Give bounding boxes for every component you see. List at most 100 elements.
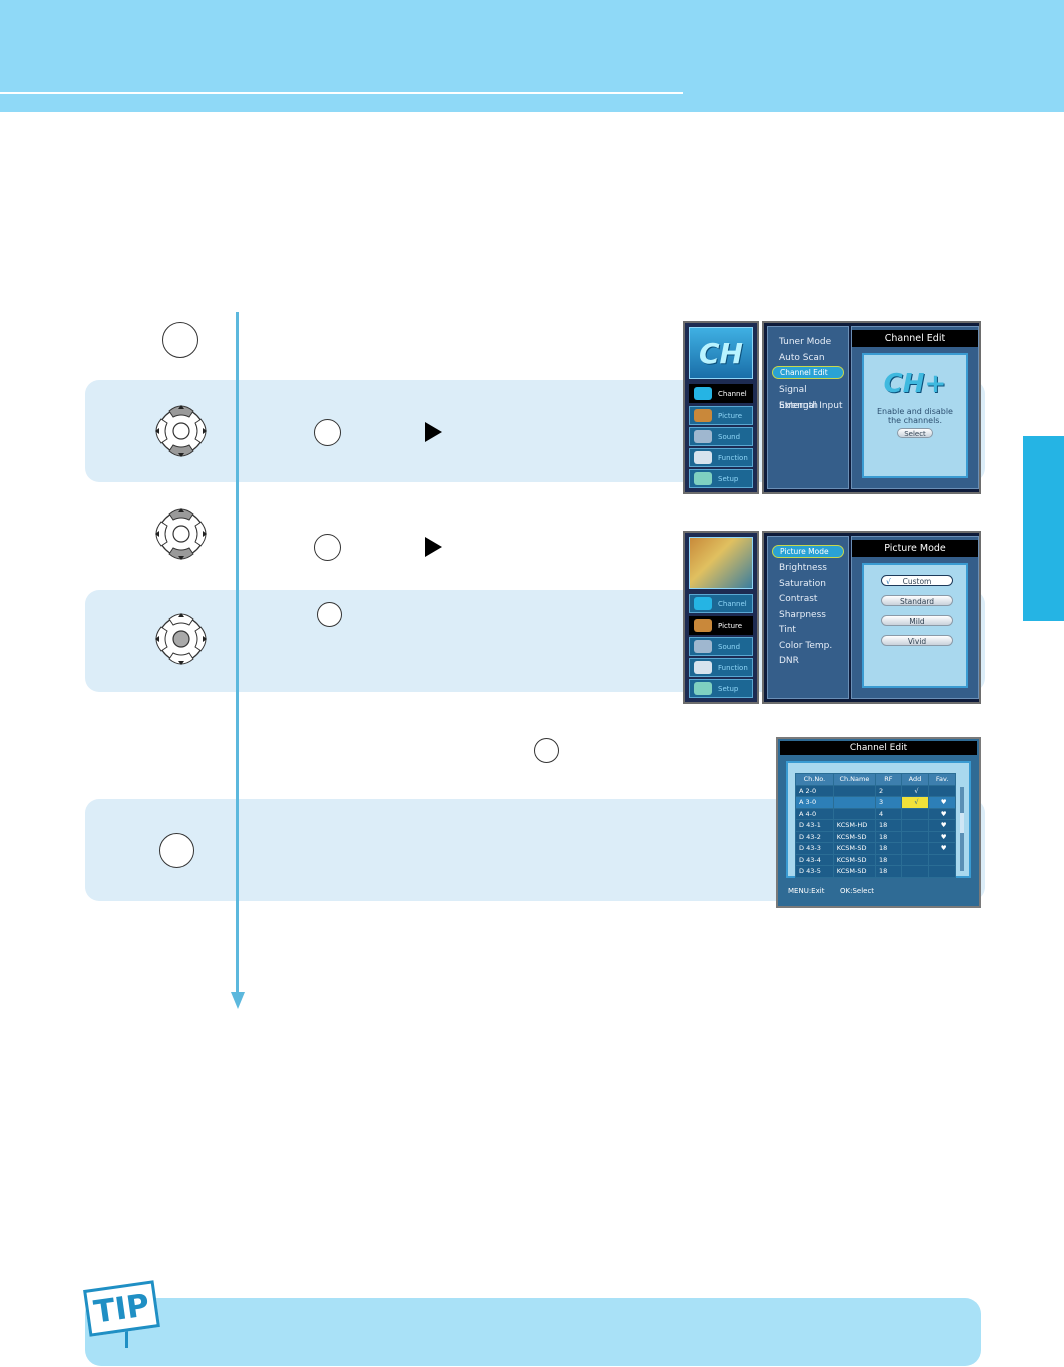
menu-item-color-temp: Color Temp. [779,640,833,651]
picture-icon [694,619,712,632]
setup-icon [694,682,712,695]
cell-fav [928,865,956,878]
cell-rf: 18 [875,819,902,832]
cell-no: D 43-3 [795,842,834,855]
osd-2-item-list: Picture Mode Brightness Saturation Contr… [767,536,849,699]
cell-fav: ♥ [928,830,956,843]
tip-band [85,1298,981,1366]
osd-1-side-item-sound: Sound [689,427,753,446]
button-circle-icon [314,534,341,561]
column-header: Ch.Name [832,773,877,786]
flow-arrow-line [236,312,239,998]
osd-2-side-item-picture: Picture [689,616,753,635]
osd-2-side-item-sound: Sound [689,637,753,656]
table-header-row: Ch.No. Ch.Name RF Add Fav. [795,773,956,786]
footer-select-hint: OK:Select [840,887,875,895]
cell-no: D 43-2 [795,830,834,843]
osd-1-main: Tuner Mode Auto Scan Channel Edit Signal… [762,321,981,494]
cell-no: D 43-1 [795,819,834,832]
channel-table: Ch.No. Ch.Name RF Add Fav. A 2-0 2√ A 3-0… [795,773,956,878]
table-row: A 2-0 2√ [795,784,956,797]
dpad-up-down-icon [155,508,207,560]
cell-name: KCSM-SD [832,830,877,843]
cell-fav: ♥ [928,819,956,832]
column-header: Add [900,773,930,786]
cell-fav: ♥ [928,807,956,820]
side-item-label: Channel [718,390,747,398]
menu-item-saturation: Saturation [779,578,826,589]
osd-1-item-list: Tuner Mode Auto Scan Channel Edit Signal… [767,326,849,489]
cell-rf: 4 [875,807,902,820]
cell-name: KCSM-SD [832,842,877,855]
cell-add [900,830,930,843]
option-label: Custom [902,577,932,586]
header-rule [0,92,683,94]
osd-2-side-item-function: Function [689,658,753,677]
channel-icon [694,597,712,610]
cell-fav: ♥ [928,842,956,855]
side-item-label: Sound [718,643,741,651]
sound-icon [694,430,712,443]
menu-item-picture-mode: Picture Mode [772,545,844,558]
side-item-label: Sound [718,433,741,441]
panel-description: Enable and disable the channels. [877,407,953,425]
channel-icon [694,387,712,400]
cell-name: KCSM-SD [832,853,877,866]
cell-name: KCSM-SD [832,865,877,878]
cell-add [900,865,930,878]
cell-name [832,796,877,809]
side-item-label: Setup [718,685,739,693]
function-icon [694,451,712,464]
tip-sign-pole [125,1328,128,1348]
cell-no: D 43-4 [795,853,834,866]
button-circle-icon [317,602,342,627]
cell-rf: 18 [875,830,902,843]
channel-edit-window: Channel Edit Ch.No. Ch.Name RF Add Fav. … [776,737,981,908]
right-arrow-icon [425,537,442,557]
cell-add: √ [900,784,930,797]
osd-1-side-item-channel: Channel [689,384,753,403]
cell-fav: ♥ [928,796,956,809]
menu-item-channel-edit: Channel Edit [772,366,844,379]
page-header [0,0,1064,112]
osd-2-side-item-channel: Channel [689,594,753,613]
cell-add [900,853,930,866]
cell-name [832,784,877,797]
side-item-label: Picture [718,412,743,420]
cell-rf: 2 [875,784,902,797]
cell-add [900,807,930,820]
side-item-label: Function [718,454,748,462]
cell-rf: 18 [875,842,902,855]
setup-icon [694,472,712,485]
menu-item-signal-strength: Signal Strength [779,385,818,411]
exit-button-icon [159,833,194,868]
dpad-up-down-icon [155,405,207,457]
scrollbar-thumb [960,813,964,833]
menu-item-brightness: Brightness [779,563,827,573]
panel-body: CH+ Enable and disable the channels. Sel… [862,353,968,478]
select-button: Select [897,428,933,438]
side-item-label: Function [718,664,748,672]
cell-name [832,807,877,820]
picture-icon [694,409,712,422]
column-header: RF [875,773,902,786]
cell-rf: 18 [875,853,902,866]
osd-1-side-item-function: Function [689,448,753,467]
cell-rf: 18 [875,865,902,878]
panel-title: Channel Edit [852,330,978,347]
cell-no: A 3-0 [795,796,834,809]
sound-icon [694,640,712,653]
menu-item-auto-scan: Auto Scan [779,352,825,363]
check-icon: √ [886,577,891,586]
cell-no: A 2-0 [795,784,834,797]
picture-frame-logo-icon [689,537,753,589]
button-circle-icon [314,419,341,446]
osd-1-panel: Channel Edit CH+ Enable and disable the … [851,326,979,489]
column-header: Fav. [928,773,956,786]
cell-name: KCSM-HD [832,819,877,832]
